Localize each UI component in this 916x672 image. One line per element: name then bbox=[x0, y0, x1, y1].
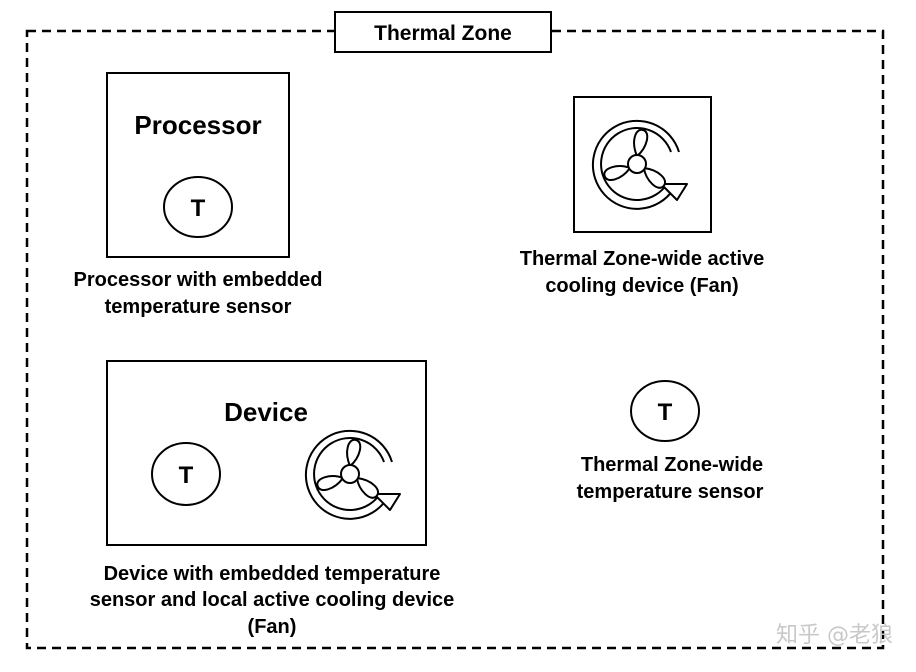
device-box bbox=[106, 360, 427, 546]
device-title: Device bbox=[224, 397, 308, 427]
temperature-sensor-icon: T bbox=[163, 176, 233, 238]
zone-fan-caption-line2: cooling device (Fan) bbox=[545, 275, 738, 297]
temperature-sensor-icon: T bbox=[630, 380, 700, 442]
thermal-zone-title-box: Thermal Zone bbox=[334, 11, 552, 53]
processor-caption-line1: Processor with embedded bbox=[74, 269, 323, 291]
processor-caption-line2: temperature sensor bbox=[105, 296, 292, 318]
processor-component: Processor T Processor with embedded temp… bbox=[74, 72, 323, 318]
device-caption-line1: Device with embedded temperature bbox=[104, 563, 441, 585]
zone-fan-component: Thermal Zone-wide active cooling device … bbox=[520, 96, 765, 297]
zone-sensor-caption-line2: temperature sensor bbox=[577, 481, 764, 503]
device-sensor-symbol: T bbox=[179, 462, 194, 489]
device-component: Device T Device with embedded temperatur… bbox=[90, 360, 455, 638]
device-caption-line3: (Fan) bbox=[248, 616, 297, 638]
processor-title: Processor bbox=[134, 110, 261, 140]
zone-sensor-caption-line1: Thermal Zone-wide bbox=[581, 454, 763, 476]
device-caption-line2: sensor and local active cooling device bbox=[90, 589, 455, 611]
zone-sensor-component: T Thermal Zone-wide temperature sensor bbox=[577, 380, 764, 503]
processor-sensor-symbol: T bbox=[191, 195, 206, 222]
watermark: 知乎 @老狼 bbox=[776, 623, 893, 648]
thermal-zone-title: Thermal Zone bbox=[374, 22, 512, 45]
zone-fan-caption-line1: Thermal Zone-wide active bbox=[520, 248, 765, 270]
zone-sensor-symbol: T bbox=[658, 399, 673, 426]
temperature-sensor-icon: T bbox=[151, 442, 221, 506]
